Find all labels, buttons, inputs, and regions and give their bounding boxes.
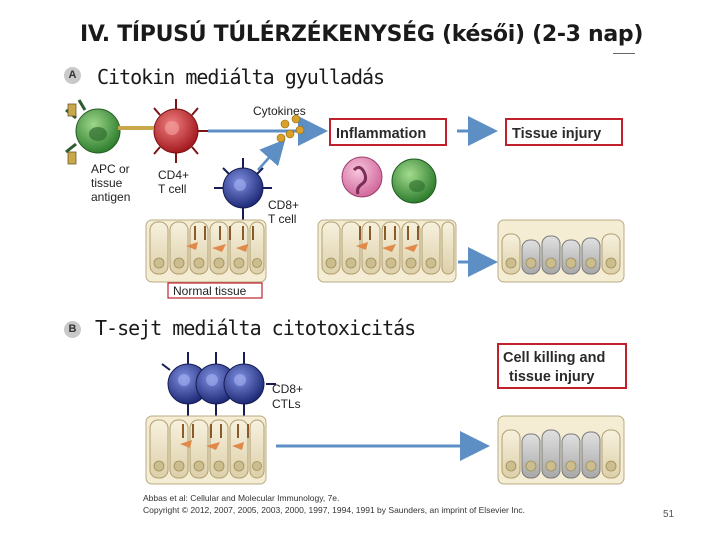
ctl-label-1: CD8+	[272, 382, 303, 396]
cell-killing-box	[497, 343, 627, 389]
neutrophil	[341, 156, 383, 198]
tissue-injury-box	[505, 118, 623, 146]
cd4-label-2: T cell	[158, 182, 186, 196]
apc-label-3: antigen	[91, 190, 130, 204]
ctl-label-2: CTLs	[272, 397, 301, 411]
credit-line-2: Copyright © 2012, 2007, 2005, 2003, 2000…	[143, 505, 525, 515]
cd8-ctl-cells	[161, 352, 276, 420]
apc-cell	[65, 99, 121, 165]
slide-title: IV. TÍPUSÚ TÚLÉRZÉKENYSÉG (késői) (2-3 n…	[80, 22, 644, 47]
ctl-target-tissue-block	[145, 415, 267, 485]
inflammation-label: Inflammation	[336, 126, 426, 142]
inflamed-tissue-block	[317, 219, 457, 283]
cd4-t-cell	[118, 99, 208, 163]
panel-a-heading: Citokin mediálta gyulladás	[97, 65, 385, 89]
cd8-cytokine-arrow	[257, 139, 286, 171]
apc-label-1: APC or	[91, 162, 130, 176]
normal-tissue-block	[145, 219, 267, 299]
tissue-injury-label: Tissue injury	[512, 126, 601, 142]
cell-killing-label-2: tissue injury	[509, 369, 594, 385]
cell-killing-label-1: Cell killing and	[503, 350, 605, 366]
killed-tissue-block	[497, 415, 625, 485]
cytokine-dots	[276, 114, 305, 143]
inflammation-box	[329, 118, 447, 146]
cd8-t-cell	[214, 158, 272, 224]
page-number: 51	[663, 509, 675, 520]
panel-a-badge: A	[64, 67, 81, 84]
injured-tissue-block	[497, 219, 625, 283]
cd8-label-1: CD8+	[268, 198, 299, 212]
cytokines-label: Cytokines	[253, 104, 306, 118]
macrophage	[391, 158, 437, 204]
panel-b-badge: B	[64, 321, 81, 338]
apc-label-2: tissue	[91, 176, 123, 190]
normal-tissue-label: Normal tissue	[173, 284, 247, 298]
cd8-label-2: T cell	[268, 212, 296, 226]
panel-b-heading: T-sejt mediálta citotoxicitás	[95, 316, 416, 340]
credit-line-1: Abbas et al: Cellular and Molecular Immu…	[143, 493, 340, 503]
cd4-label-1: CD4+	[158, 168, 189, 182]
title-underline	[613, 53, 635, 54]
